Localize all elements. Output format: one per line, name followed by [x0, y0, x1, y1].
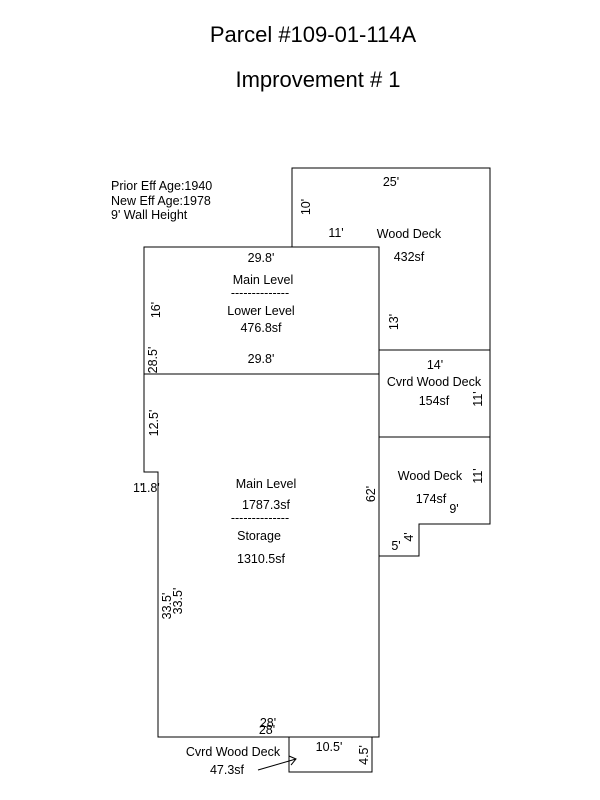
lower-level-label: Lower Level [227, 304, 294, 318]
note-prior-eff-age: Prior Eff Age:1940 [111, 179, 212, 193]
dim-main-bottom-b: 28' [259, 723, 275, 737]
dim-cvrd-bottom-top: 10.5' [316, 740, 343, 754]
cvrd-wood-deck-bottom-label: Cvrd Wood Deck [186, 745, 281, 759]
upper-level-outline [143, 246, 380, 374]
cvrd-wood-deck-bottom-area: 47.3sf [210, 763, 245, 777]
main-level-separator: -------------- [231, 511, 289, 525]
page-title: Parcel #109-01-114A [210, 22, 417, 47]
upper-level-area: 476.8sf [240, 321, 282, 335]
dim-cvrd-bottom-right: 4.5' [357, 745, 371, 765]
dim-left-jog-2: 1' [133, 481, 142, 495]
dim-main-left-a: 33.5' [160, 593, 174, 620]
wood-deck-top-label: Wood Deck [377, 227, 442, 241]
dim-main-right: 62' [364, 486, 378, 502]
wood-deck-lower-label: Wood Deck [398, 469, 463, 483]
dim-left-12-5: 12.5' [147, 410, 161, 437]
bottom-deck-arrow-head [288, 755, 297, 766]
main-level-label: Main Level [236, 477, 296, 491]
dim-cvrd-mid-right: 11' [471, 391, 485, 406]
upper-level-separator: -------------- [231, 286, 289, 300]
dim-deck-top-left: 10' [299, 199, 313, 215]
storage-label: Storage [237, 529, 281, 543]
cvrd-wood-deck-mid-area: 154sf [419, 394, 450, 408]
wood-deck-lower-area: 174sf [416, 492, 447, 506]
dim-deck-lower-bottom: 9' [449, 502, 458, 516]
upper-level-label: Main Level [233, 273, 293, 287]
cvrd-wood-deck-bottom-outline [288, 737, 373, 773]
dim-upper-bottom: 29.8' [248, 352, 275, 366]
note-wall-height: 9' Wall Height [111, 208, 188, 222]
cvrd-wood-deck-mid-label: Cvrd Wood Deck [387, 375, 482, 389]
main-level-area: 1787.3sf [242, 498, 290, 512]
storage-area: 1310.5sf [237, 552, 285, 566]
bottom-deck-arrow-line [257, 758, 297, 771]
main-level-outline [143, 374, 380, 738]
dim-main-left-b: 33.5' [171, 588, 185, 615]
dim-deck-top-width: 25' [383, 175, 399, 189]
dim-deck-lower-step-v: 4' [402, 532, 416, 541]
wood-deck-lower-outline [379, 436, 491, 557]
dim-deck-lower-step-h: 5' [391, 539, 400, 553]
dim-left-28-5: 28.5' [146, 347, 160, 374]
dim-main-bottom-a: 28' [260, 716, 276, 730]
dim-upper-top: 29.8' [248, 251, 275, 265]
dim-deck-top-notch: 11' [328, 226, 343, 240]
page-subtitle: Improvement # 1 [235, 67, 400, 92]
dim-cvrd-mid-top: 14' [427, 358, 443, 372]
dim-deck-lower-right: 11' [471, 468, 485, 483]
dim-deck-top-inner-right: 13' [387, 314, 401, 330]
note-new-eff-age: New Eff Age:1978 [111, 194, 211, 208]
wood-deck-top-area: 432sf [394, 250, 425, 264]
dim-upper-left: 16' [149, 302, 163, 318]
dim-left-jog: 1.8' [140, 481, 160, 495]
